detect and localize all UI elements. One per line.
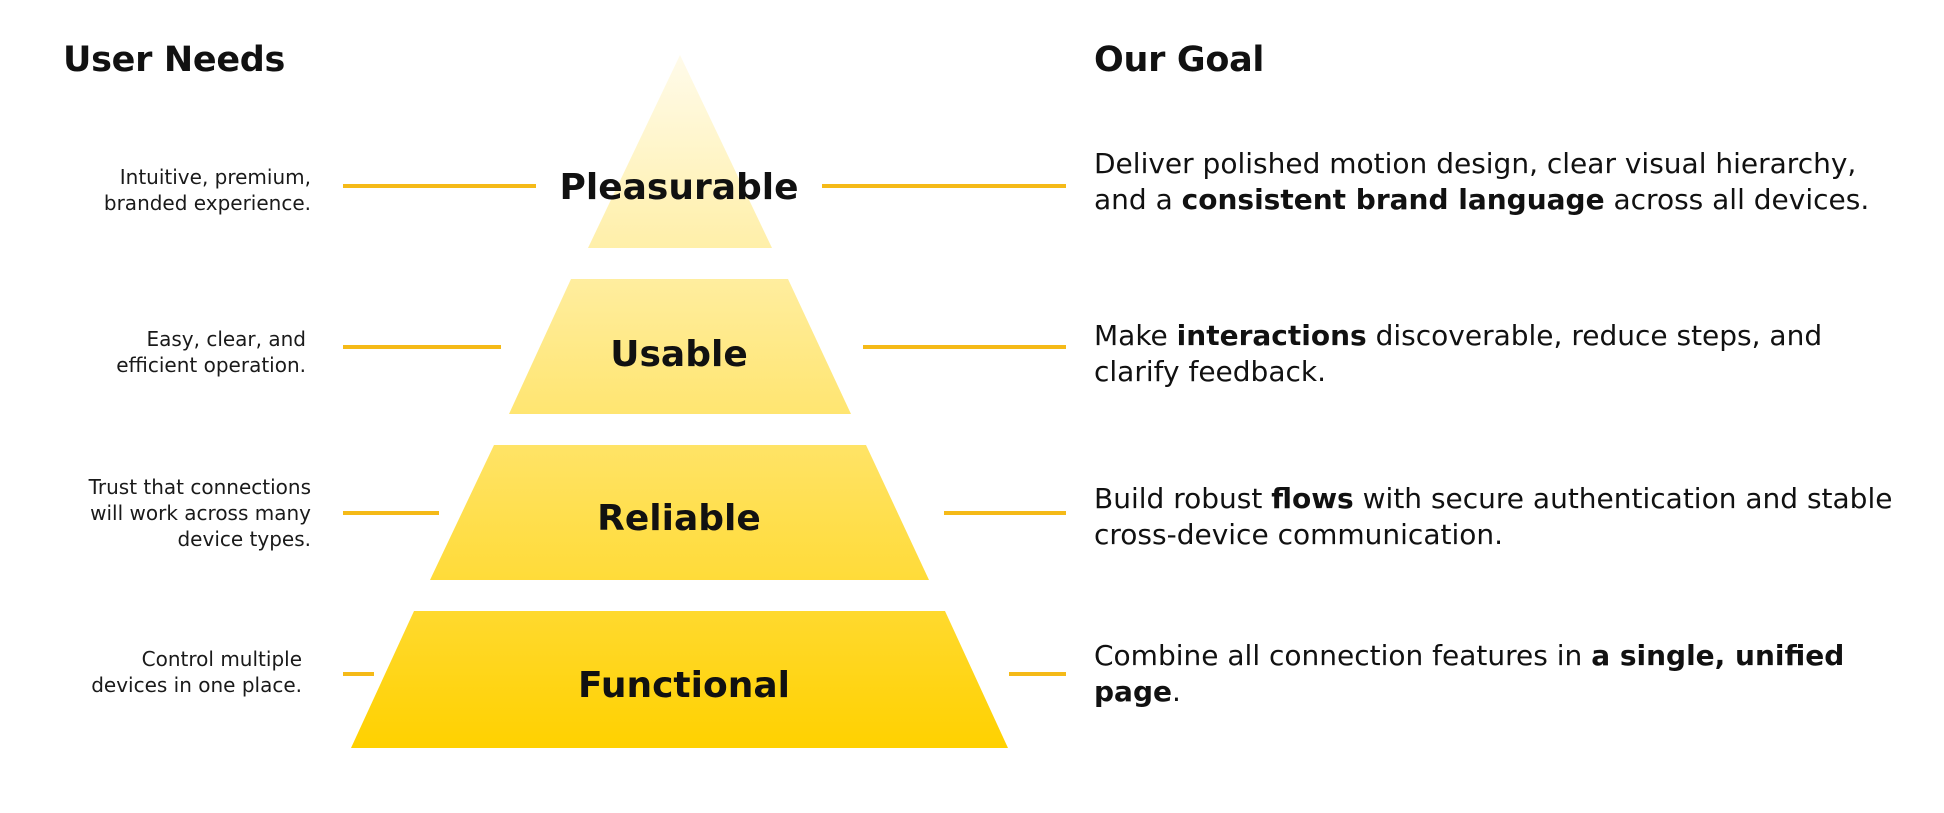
goal-emphasis: consistent brand language [1181,183,1605,216]
goal-pleasurable: Deliver polished motion design, clear vi… [1094,146,1894,218]
need-line: devices in one place. [91,673,302,697]
goal-text: Combine all connection features in [1094,639,1592,672]
goal-usable: Make interactions discoverable, reduce s… [1094,318,1894,390]
need-line: efficient operation. [116,353,306,377]
level-reliable-tier [430,445,929,580]
need-line: will work across many [90,501,311,525]
need-line: Trust that connections [88,475,311,499]
user-needs-heading: User Needs [63,40,286,80]
goal-text: . [1171,675,1181,708]
need-line: device types. [177,527,311,551]
goal-text: across all devices. [1604,183,1870,216]
need-reliable: Trust that connections will work across … [89,474,311,552]
level-functional-tier [351,611,1008,748]
need-functional: Control multiple devices in one place. [91,646,302,698]
level-functional-label: Functional [578,665,790,706]
level-pleasurable-label: Pleasurable [559,167,798,208]
need-usable: Easy, clear, and efficient operation. [116,326,306,378]
level-usable-tier [509,279,851,414]
goal-text: Deliver polished motion design, clear vi… [1094,147,1857,216]
goal-functional: Combine all connection features in a sin… [1094,638,1894,710]
goal-reliable: Build robust flows with secure authentic… [1094,481,1894,553]
level-usable-label: Usable [610,334,747,375]
level-reliable-label: Reliable [597,498,761,539]
need-pleasurable: Intuitive, premium, branded experience. [104,164,311,216]
need-line: Easy, clear, and [146,327,306,351]
need-line: Intuitive, premium, [119,165,311,189]
goal-text: Make [1094,319,1177,352]
level-pleasurable-tier [588,55,772,248]
our-goal-heading: Our Goal [1094,40,1265,80]
goal-text: with secure authentication and stable cr… [1094,482,1893,551]
need-line: branded experience. [103,191,311,215]
goal-emphasis: flows [1271,482,1354,515]
need-line: Control multiple [141,647,302,671]
goal-text: Build robust [1094,482,1272,515]
goal-text: discoverable, reduce steps, and clarify … [1094,319,1823,388]
goal-emphasis: interactions [1176,319,1367,352]
goal-emphasis: a single, unified page [1094,639,1845,708]
